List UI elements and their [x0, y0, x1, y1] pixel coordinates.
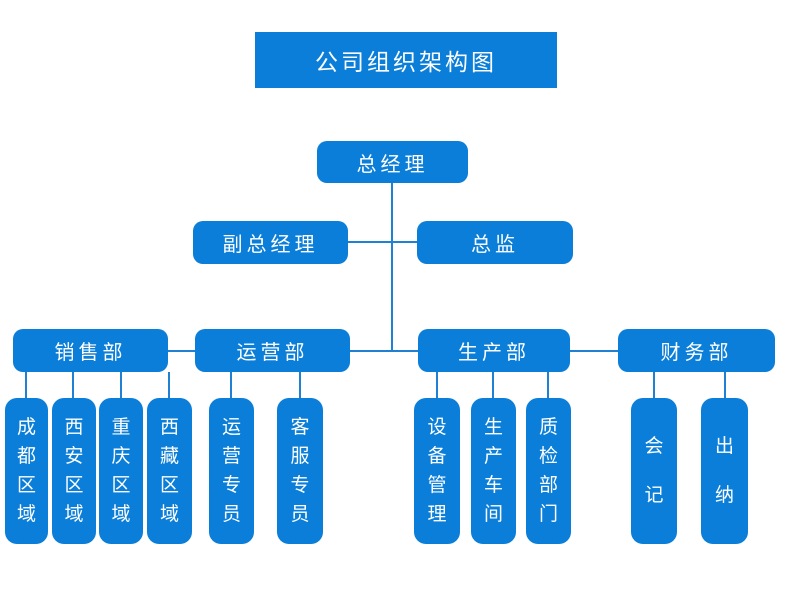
- stub-equipment-management: [436, 372, 438, 398]
- node-chengdu-region: 成都区域: [5, 398, 48, 544]
- stub-xian: [72, 372, 74, 398]
- node-operations-specialist: 运营专员: [209, 398, 254, 544]
- stub-customer-service: [299, 372, 301, 398]
- chart-title: 公司组织架构图: [255, 32, 557, 88]
- stub-production-workshop: [492, 372, 494, 398]
- node-cashier: 出纳: [701, 398, 748, 544]
- node-dept-finance: 财务部: [618, 329, 775, 372]
- node-dept-production: 生产部: [418, 329, 570, 372]
- node-accountant: 会记: [631, 398, 677, 544]
- node-production-workshop: 生产车间: [471, 398, 516, 544]
- node-tibet-region: 西藏区域: [147, 398, 192, 544]
- node-dept-operations: 运营部: [195, 329, 350, 372]
- node-equipment-management: 设备管理: [414, 398, 460, 544]
- stub-quality-inspection: [547, 372, 549, 398]
- node-customer-service-specialist: 客服专员: [277, 398, 323, 544]
- node-chongqing-region: 重庆区域: [99, 398, 143, 544]
- node-general-manager: 总经理: [317, 141, 468, 183]
- node-director: 总监: [417, 221, 573, 264]
- stub-operations-specialist: [230, 372, 232, 398]
- node-dept-sales: 销售部: [13, 329, 168, 372]
- stub-cashier: [724, 372, 726, 398]
- node-xian-region: 西安区域: [52, 398, 96, 544]
- trunk-connector-line: [391, 183, 393, 350]
- node-quality-inspection: 质检部门: [526, 398, 571, 544]
- node-deputy-general-manager: 副总经理: [193, 221, 348, 264]
- stub-accountant: [653, 372, 655, 398]
- department-connector-line: [168, 350, 618, 352]
- stub-chengdu: [25, 372, 27, 398]
- stub-tibet: [168, 372, 170, 398]
- level2-connector-line: [348, 241, 417, 243]
- stub-chongqing: [120, 372, 122, 398]
